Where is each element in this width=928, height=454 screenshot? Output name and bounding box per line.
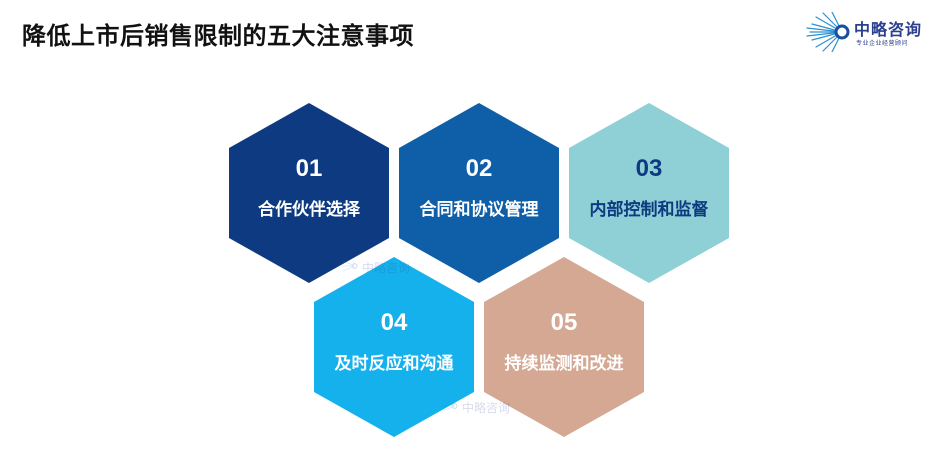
- logo-burst-icon: [806, 12, 850, 52]
- hexagon-item-2: 02 合同和协议管理: [399, 103, 559, 283]
- item-label: 合同和协议管理: [419, 200, 539, 220]
- item-label: 及时反应和沟通: [334, 354, 454, 374]
- item-number: 03: [635, 155, 663, 182]
- company-logo: 中略咨询 专业企业经营顾问: [806, 12, 921, 52]
- hexagon-item-1: 01 合作伙伴选择: [229, 103, 389, 283]
- hexagon-item-5: 05 持续监测和改进: [484, 257, 644, 437]
- item-number: 04: [380, 309, 408, 336]
- logo-name: 中略咨询: [854, 20, 923, 39]
- page-title: 降低上市后销售限制的五大注意事项: [22, 22, 414, 50]
- item-label: 持续监测和改进: [504, 354, 624, 374]
- hexagon-item-3: 03 内部控制和监督: [569, 103, 729, 283]
- hexagon-item-4: 04 及时反应和沟通: [314, 257, 474, 437]
- logo-tagline: 专业企业经营顾问: [856, 40, 909, 47]
- item-label: 合作伙伴选择: [258, 200, 360, 220]
- item-label: 内部控制和监督: [589, 200, 709, 220]
- item-number: 01: [295, 155, 323, 182]
- item-number: 02: [465, 155, 493, 182]
- item-number: 05: [550, 309, 578, 336]
